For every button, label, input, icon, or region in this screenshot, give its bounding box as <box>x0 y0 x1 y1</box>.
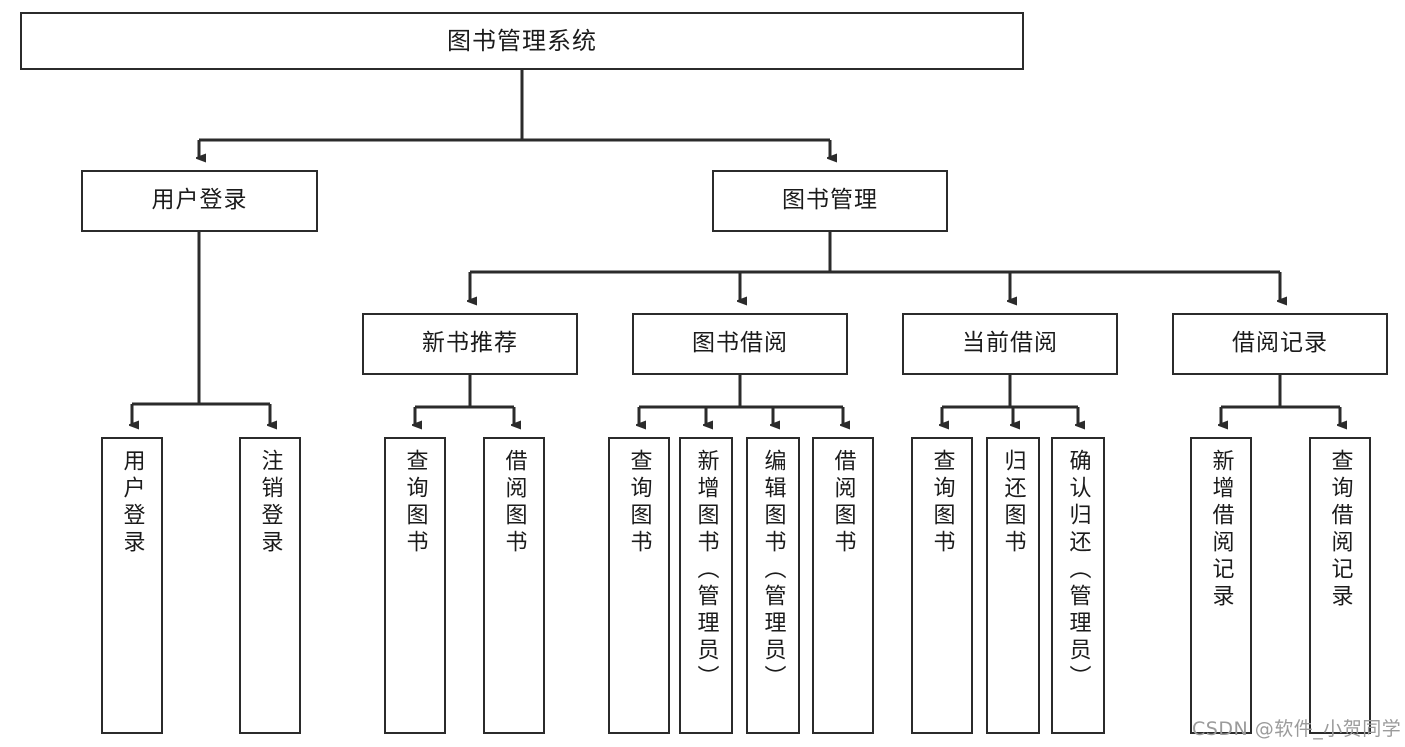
node-borrow-record[interactable]: 借阅记录 <box>1172 313 1388 375</box>
watermark-text: CSDN @软件_小贺同学 <box>1192 718 1402 740</box>
node-current-borrow[interactable]: 当前借阅 <box>902 313 1118 375</box>
node-user-login[interactable]: 用户登录 <box>81 170 318 232</box>
leaf-borrow-book-2[interactable]: 借阅图书 <box>812 437 874 734</box>
node-label: 图书管理系统 <box>447 26 597 55</box>
node-book-manage[interactable]: 图书管理 <box>712 170 948 232</box>
leaf-user-login[interactable]: 用户登录 <box>101 437 163 734</box>
leaf-add-book-admin[interactable]: 新增图书（管理员） <box>679 437 733 734</box>
node-label: 查询图书 <box>929 449 955 557</box>
node-label: 确认归还（管理员） <box>1065 449 1091 692</box>
leaf-query-book-1[interactable]: 查询图书 <box>384 437 446 734</box>
leaf-query-book-2[interactable]: 查询图书 <box>608 437 670 734</box>
node-label: 当前借阅 <box>962 330 1058 357</box>
node-label: 用户登录 <box>119 449 145 557</box>
leaf-confirm-return-admin[interactable]: 确认归还（管理员） <box>1051 437 1105 734</box>
node-label: 新增图书（管理员） <box>693 449 719 692</box>
node-label: 查询图书 <box>626 449 652 557</box>
node-new-book-recommend[interactable]: 新书推荐 <box>362 313 578 375</box>
node-label: 新书推荐 <box>422 330 518 357</box>
node-label: 归还图书 <box>1000 449 1026 557</box>
leaf-query-borrow-record[interactable]: 查询借阅记录 <box>1309 437 1371 734</box>
node-label: 图书借阅 <box>692 330 788 357</box>
node-system-root[interactable]: 图书管理系统 <box>20 12 1024 70</box>
node-label: 新增借阅记录 <box>1208 449 1234 611</box>
node-label: 图书管理 <box>782 187 878 214</box>
node-label: 注销登录 <box>257 449 283 557</box>
node-label: 用户登录 <box>151 187 248 214</box>
leaf-add-borrow-record[interactable]: 新增借阅记录 <box>1190 437 1252 734</box>
leaf-user-logout[interactable]: 注销登录 <box>239 437 301 734</box>
leaf-return-book[interactable]: 归还图书 <box>986 437 1040 734</box>
leaf-edit-book-admin[interactable]: 编辑图书（管理员） <box>746 437 800 734</box>
node-label: 查询图书 <box>402 449 428 557</box>
node-label: 借阅图书 <box>501 449 527 557</box>
node-label: 查询借阅记录 <box>1327 449 1353 611</box>
node-label: 借阅记录 <box>1232 330 1328 357</box>
node-book-borrow[interactable]: 图书借阅 <box>632 313 848 375</box>
node-label: 借阅图书 <box>830 449 856 557</box>
node-label: 编辑图书（管理员） <box>760 449 786 692</box>
leaf-query-book-3[interactable]: 查询图书 <box>911 437 973 734</box>
leaf-borrow-book-1[interactable]: 借阅图书 <box>483 437 545 734</box>
